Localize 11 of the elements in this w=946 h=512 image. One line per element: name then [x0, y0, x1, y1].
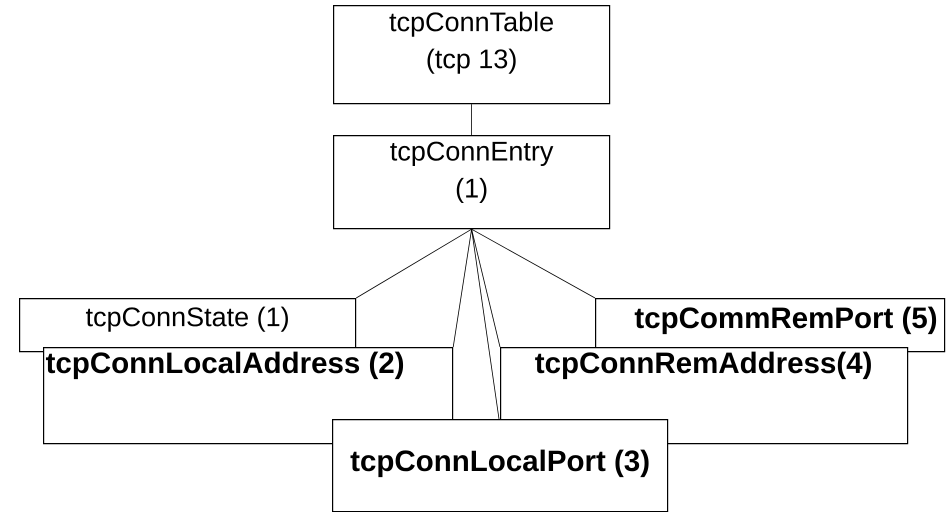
- tree-node-box: tcpConnTable (tcp 13): [333, 5, 610, 104]
- tree-node-box: tcpConnEntry (1): [333, 135, 610, 230]
- tree-node-box: tcpConnLocalPort (3): [332, 419, 668, 512]
- connector-line: [356, 228, 472, 298]
- connector-line: [471, 228, 500, 348]
- connector-line: [452, 228, 472, 348]
- connector-line: [471, 228, 596, 298]
- connector-line: [471, 104, 472, 136]
- tree-node-box: tcpConnState (1): [19, 298, 356, 352]
- tree-node-box: tcpCommRemPort (5): [595, 298, 946, 352]
- connector-line: [471, 228, 500, 420]
